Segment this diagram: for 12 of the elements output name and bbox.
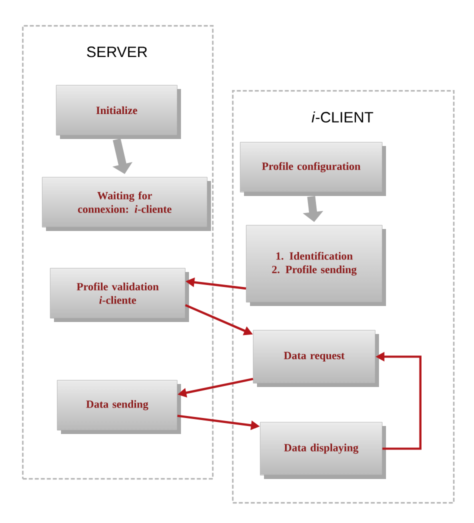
process-box: Profile configuration [240, 142, 386, 196]
panel-heading: SERVER [86, 46, 147, 58]
panel [232, 90, 455, 504]
process-box: Data sending [57, 380, 181, 434]
panel [22, 25, 214, 480]
process-box: 1. Identification 2. Profile sending [246, 225, 386, 306]
process-box: Initialize [56, 85, 181, 139]
process-box: Data displaying [260, 422, 386, 479]
process-box: Data request [253, 330, 379, 387]
process-box: Profile validation i-cliente [50, 268, 189, 322]
process-box: Waiting for connexion: i-cliente [42, 177, 211, 231]
panel-heading: i-CLIENT [312, 112, 374, 123]
